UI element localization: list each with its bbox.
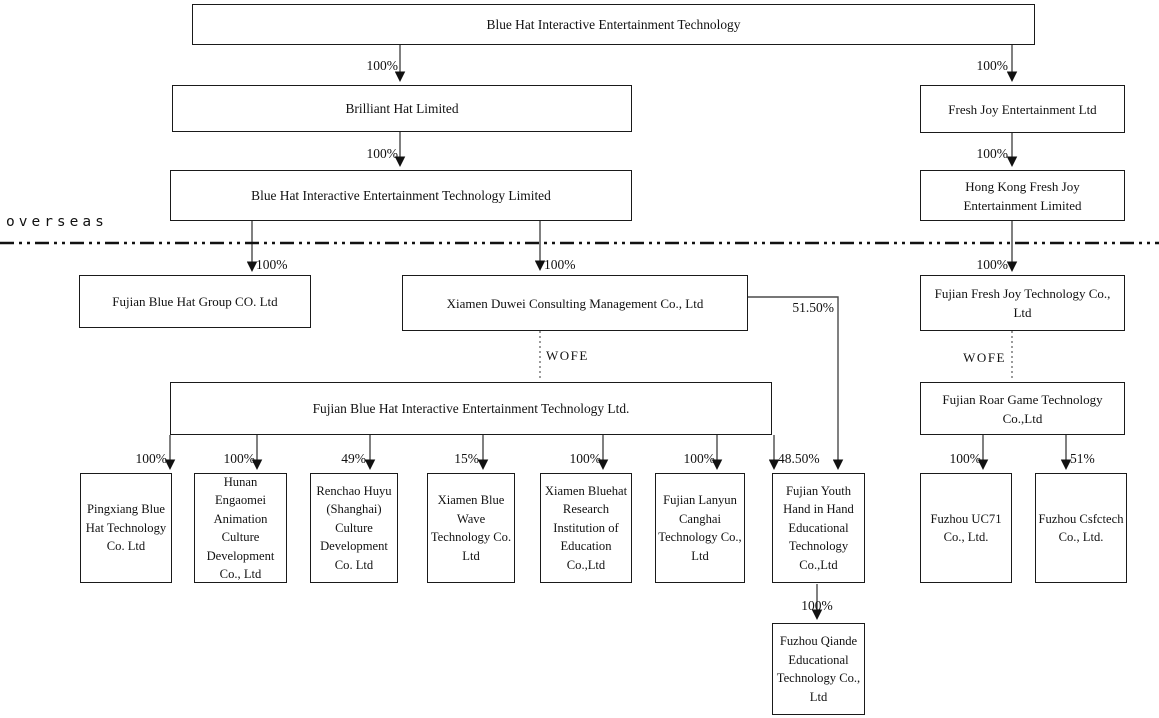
ownership-youth-qiande: 100%: [801, 598, 833, 613]
node-pingxiang: Pingxiang Blue Hat Technology Co. Ltd: [80, 473, 172, 583]
ownership-hunan: 100%: [223, 451, 256, 466]
wofe-label-left: WOFE: [546, 348, 589, 363]
node-bluehat-limited: Blue Hat Interactive Entertainment Techn…: [170, 170, 632, 221]
node-brilliant-hat: Brilliant Hat Limited: [172, 85, 632, 132]
node-parent-company: Blue Hat Interactive Entertainment Techn…: [192, 4, 1035, 45]
node-fujian-bluehat: Fujian Blue Hat Interactive Entertainmen…: [170, 382, 772, 435]
node-fresh-joy: Fresh Joy Entertainment Ltd: [920, 85, 1125, 133]
ownership-bhl-duwei: 100%: [544, 257, 576, 272]
ownership-freshjoy-hk: 100%: [976, 146, 1009, 161]
ownership-roar-csfctech: 51%: [1070, 451, 1095, 466]
node-fuzhou-qiande: Fuzhou Qiande Educational Technology Co.…: [772, 623, 865, 715]
wofe-label-right: WOFE: [963, 350, 1006, 365]
node-xiamen-bluehat-research: Xiamen Bluehat Research Institution of E…: [540, 473, 632, 583]
ownership-top-brilliant: 100%: [366, 58, 399, 73]
ownership-hk-fjfreshjoy: 100%: [976, 257, 1009, 272]
node-roar-game: Fujian Roar Game Technology Co.,Ltd: [920, 382, 1125, 435]
ownership-brilliant-bhl: 100%: [366, 146, 399, 161]
ownership-pingxiang: 100%: [135, 451, 168, 466]
node-xiamen-duwei: Xiamen Duwei Consulting Management Co., …: [402, 275, 748, 331]
ownership-bhl-group: 100%: [256, 257, 288, 272]
node-renchao-huyu: Renchao Huyu (Shanghai) Culture Developm…: [310, 473, 398, 583]
ownership-xiamen-research: 100%: [569, 451, 602, 466]
node-hunan-engaomei: Hunan Engaomei Animation Culture Develop…: [194, 473, 287, 583]
node-hk-fresh-joy: Hong Kong Fresh Joy Entertainment Limite…: [920, 170, 1125, 221]
ownership-renchao: 49%: [341, 451, 366, 466]
node-fujian-lanyun: Fujian Lanyun Canghai Technology Co., Lt…: [655, 473, 745, 583]
ownership-top-freshjoy: 100%: [976, 58, 1009, 73]
node-fujian-bluehat-group: Fujian Blue Hat Group CO. Ltd: [79, 275, 311, 328]
node-fuzhou-csfctech: Fuzhou Csfctech Co., Ltd.: [1035, 473, 1127, 583]
node-xiamen-blue-wave: Xiamen Blue Wave Technology Co. Ltd: [427, 473, 515, 583]
ownership-roar-uc71: 100%: [949, 451, 982, 466]
ownership-duwei-youth: 51.50%: [792, 300, 834, 315]
ownership-lanyun: 100%: [683, 451, 716, 466]
ownership-xiamen-wave: 15%: [454, 451, 479, 466]
node-fujian-fresh-joy: Fujian Fresh Joy Technology Co., Ltd: [920, 275, 1125, 331]
overseas-region-label: overseas: [6, 214, 108, 230]
ownership-youth: 48.50%: [778, 451, 820, 466]
node-fujian-youth: Fujian Youth Hand in Hand Educational Te…: [772, 473, 865, 583]
node-fuzhou-uc71: Fuzhou UC71 Co., Ltd.: [920, 473, 1012, 583]
